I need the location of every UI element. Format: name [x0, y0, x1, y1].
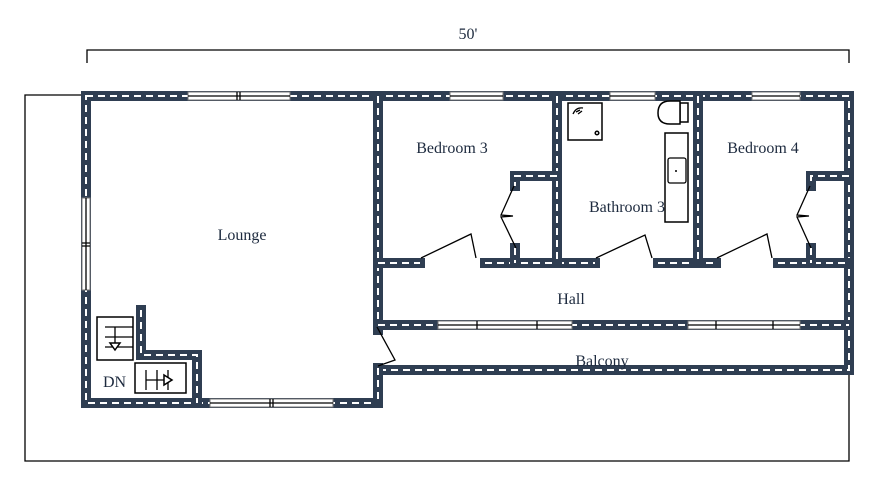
width-dimension: 50' — [86, 26, 850, 63]
site-outline — [24, 94, 850, 462]
window — [449, 91, 504, 101]
door-balcony[interactable] — [376, 326, 396, 367]
window — [209, 398, 334, 408]
room-label-hall: Hall — [557, 291, 585, 308]
staircase[interactable]: DN — [96, 316, 187, 394]
width-dimension-label: 50' — [459, 26, 478, 43]
closet-door-bedroom3[interactable] — [500, 185, 517, 249]
stairs-down-label: DN — [103, 374, 127, 391]
room-label-lounge: Lounge — [218, 227, 267, 244]
door-bedroom3[interactable] — [420, 233, 477, 259]
walls — [81, 91, 854, 408]
doors — [376, 185, 812, 367]
window — [609, 91, 656, 101]
window — [81, 197, 91, 291]
room-label-bedroom3: Bedroom 3 — [416, 140, 488, 157]
windows — [81, 91, 801, 408]
vanity — [664, 132, 689, 223]
toilet — [657, 100, 689, 125]
closet-door-bedroom4[interactable] — [796, 185, 812, 249]
room-label-bathroom3: Bathroom 3 — [589, 199, 665, 216]
room-label-balcony: Balcony — [575, 353, 628, 370]
window — [437, 320, 573, 330]
room-label-bedroom4: Bedroom 4 — [727, 140, 799, 157]
window — [751, 91, 801, 101]
door-bedroom4[interactable] — [716, 233, 773, 259]
window — [687, 320, 801, 330]
shower — [567, 102, 603, 141]
window — [187, 91, 291, 101]
door-bathroom3[interactable] — [595, 234, 653, 259]
